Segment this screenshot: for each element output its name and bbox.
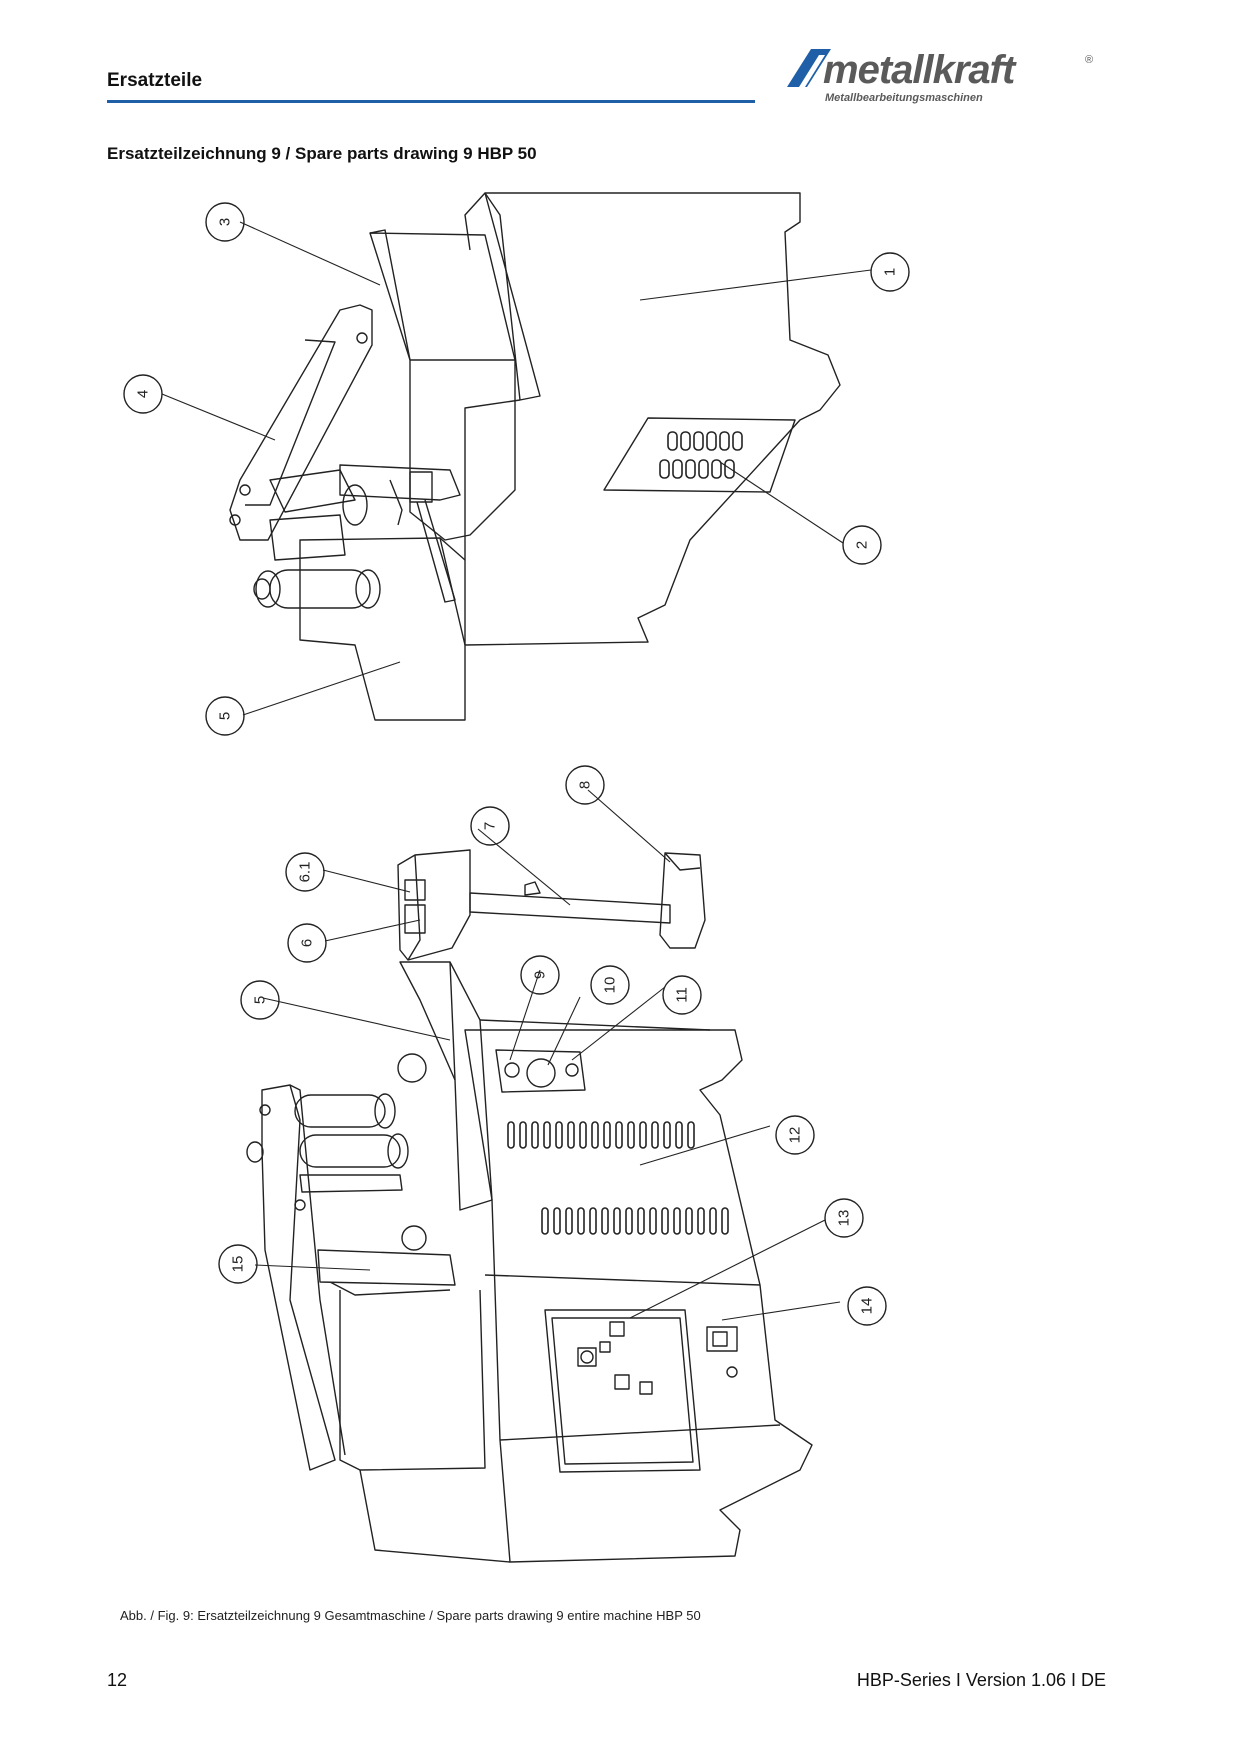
base-plate-part-5 (299, 537, 466, 721)
cover-box-part-3 (369, 232, 516, 541)
switch-part-9 (504, 1062, 520, 1078)
leader-lines (161, 221, 872, 1321)
holder-part-8 (659, 852, 706, 949)
bracket-part-15 (317, 1249, 456, 1286)
callout-1: 1 (882, 268, 899, 276)
side-frame-part-4 (229, 304, 373, 541)
logo-tagline: Metallbearbeitungsmaschinen (825, 92, 983, 104)
vent-slots-top (659, 431, 743, 479)
display-part-6-1 (404, 879, 426, 901)
callout-2: 2 (854, 541, 871, 549)
callout-4: 4 (135, 390, 152, 398)
switch-part-14 (706, 1326, 738, 1352)
rollers-bottom (246, 1093, 409, 1193)
page-number: 12 (107, 1670, 128, 1690)
vent-panel-part-2 (603, 417, 796, 493)
bottom-assembly (246, 849, 813, 1563)
top-assembly (229, 192, 841, 721)
callout-6-1: 6.1 (297, 862, 314, 883)
callout-9: 9 (532, 971, 549, 979)
callout-6: 6 (299, 939, 316, 947)
drawing-title: Ersatzteilzeichnung 9 / Spare parts draw… (107, 144, 537, 163)
arm-part-7 (469, 892, 671, 924)
callout-10: 10 (602, 977, 619, 994)
callout-12: 12 (787, 1127, 804, 1144)
callout-11: 11 (674, 987, 691, 1003)
switch-part-10 (526, 1058, 556, 1088)
switch-plate (495, 1049, 586, 1093)
upper-housing-part-5 (399, 961, 493, 1211)
callout-14: 14 (859, 1298, 876, 1315)
switch-part-11 (565, 1063, 579, 1077)
cabinet-bottom-part-12 (464, 1029, 813, 1563)
cabinet-top-part-1 (464, 192, 841, 646)
bracket-top (339, 464, 461, 603)
section-title: Ersatzteile (107, 70, 203, 91)
callout-7: 7 (482, 822, 499, 830)
logo-registered: ® (1085, 54, 1093, 66)
control-box-part-6 (397, 849, 471, 961)
callout-8: 8 (577, 781, 594, 789)
callout-5-top: 5 (217, 712, 234, 720)
callout-5-bottom: 5 (252, 996, 269, 1004)
header-rule (107, 100, 755, 103)
panel-key-switch (577, 1347, 597, 1367)
vent-slots-bottom (507, 1121, 729, 1235)
side-frame-bottom (261, 1084, 336, 1471)
control-panel-part-13 (544, 1309, 701, 1473)
callout-15: 15 (230, 1256, 247, 1273)
rollers-top (253, 469, 381, 609)
logo-wordmark: metallkraft (823, 48, 1017, 92)
callout-3: 3 (217, 218, 234, 226)
figure-caption: Abb. / Fig. 9: Ersatzteilzeichnung 9 Ges… (120, 1608, 701, 1623)
metallkraft-logo: metallkraft ® Metallbearbeitungsmaschine… (787, 48, 1093, 104)
callout-13: 13 (836, 1210, 853, 1227)
callout-bubbles (123, 202, 910, 1326)
document-version: HBP-Series I Version 1.06 I DE (856, 1670, 1106, 1690)
callout-labels: 1 2 3 4 5 5 6 6.1 7 8 9 10 11 12 13 14 1… (135, 218, 899, 1315)
